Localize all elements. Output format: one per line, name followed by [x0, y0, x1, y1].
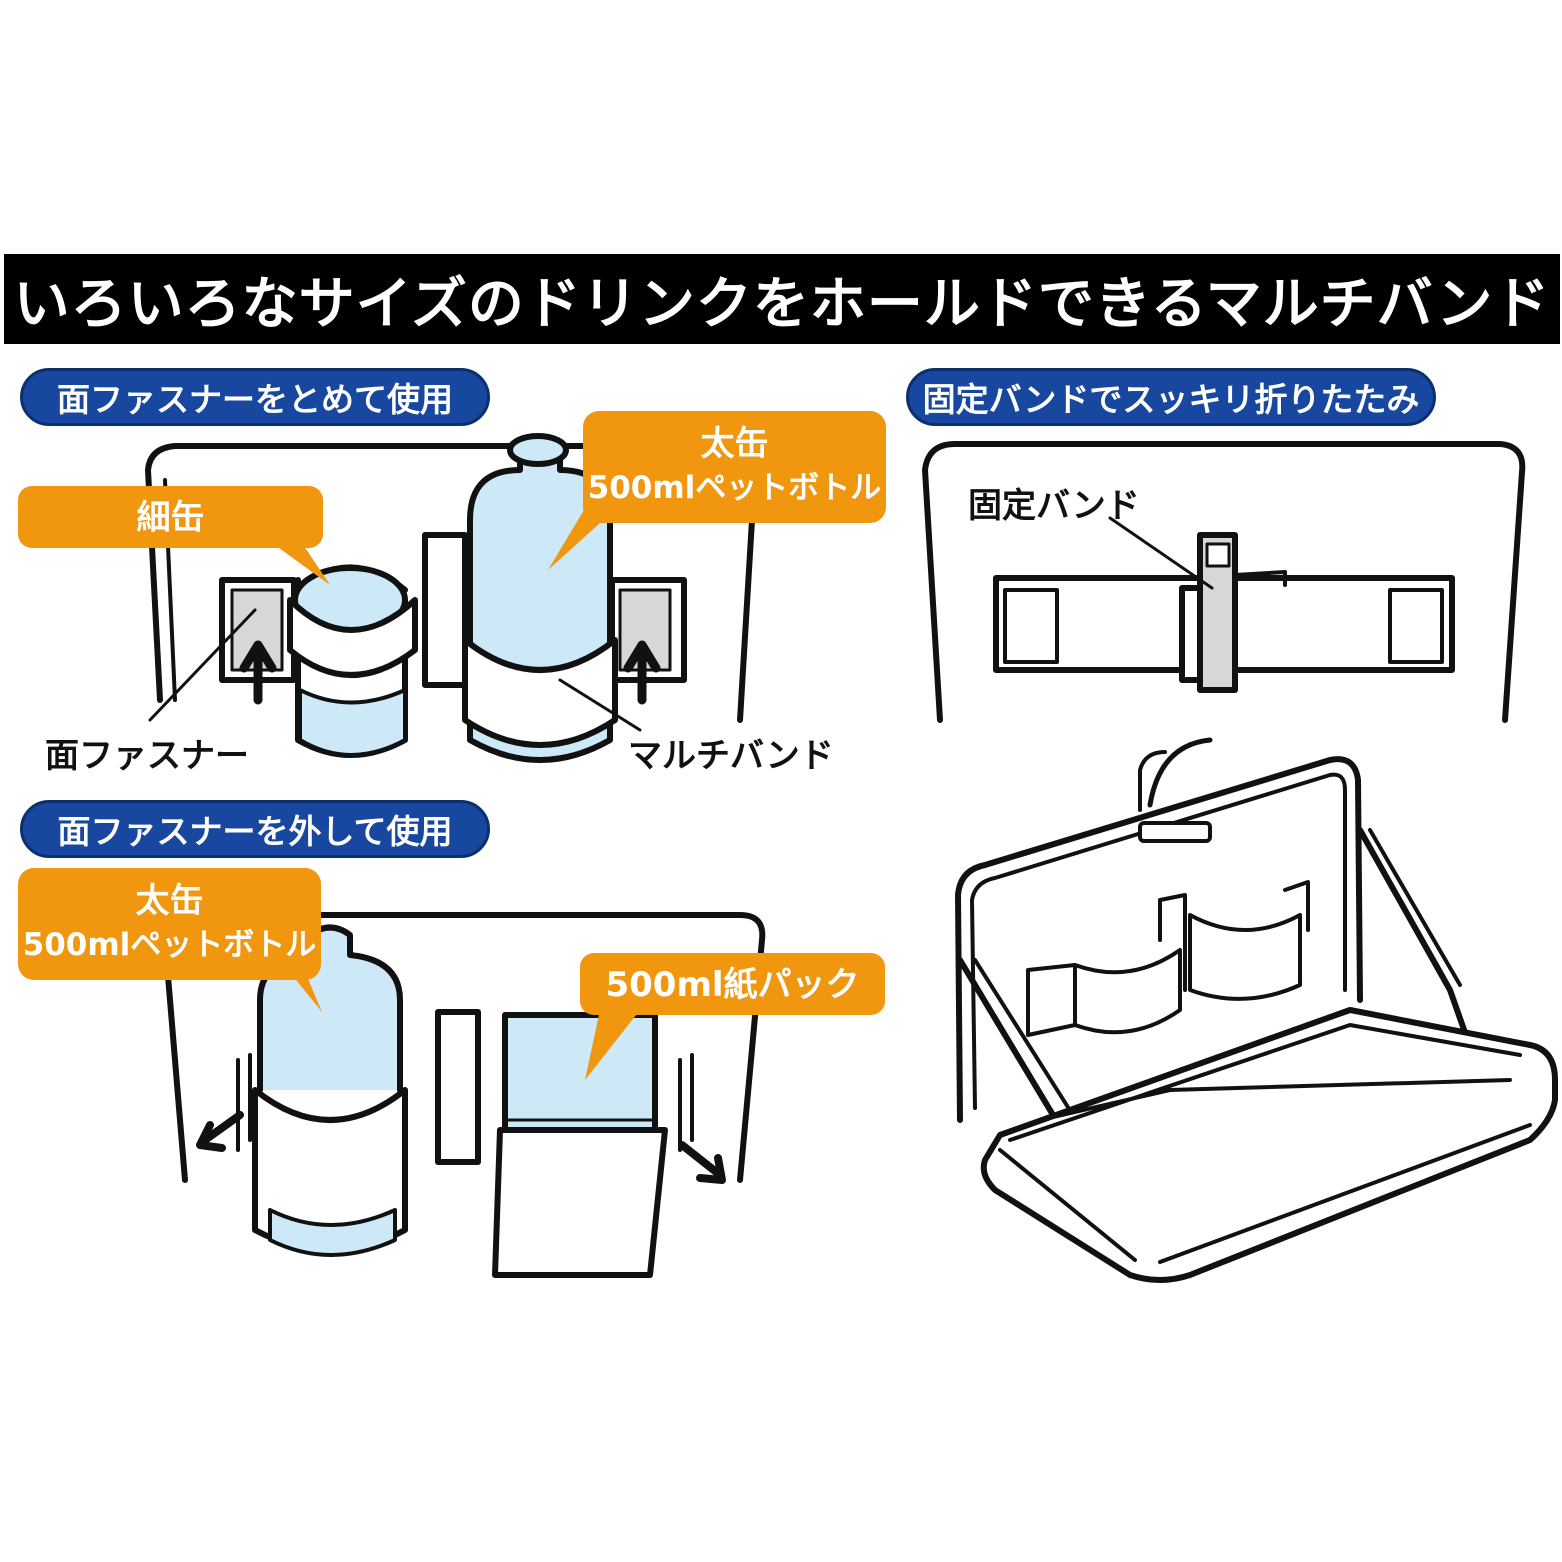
right-top-diagram [922, 441, 1526, 723]
right-bottom-diagram [955, 737, 1558, 1283]
label-velcro: 面ファスナー [45, 736, 249, 776]
callout-thick-can-top-line1: 太缶 [700, 424, 769, 464]
callout-thick-can-bottom-line2: 500mlペットボトル [22, 927, 317, 963]
section-pill-fold: 固定バンドでスッキリ折りたたみ [906, 368, 1436, 426]
banner-title: いろいろなサイズのドリンクをホールドできるマルチバンド [13, 271, 1551, 337]
callout-thick-can-bottom-shape [18, 868, 322, 1012]
section-pill-velcro-closed-label: 面ファスナーをとめて使用 [57, 380, 453, 419]
section-pill-velcro-open-label: 面ファスナーを外して使用 [57, 812, 453, 851]
callout-slim-can-text: 細缶 [136, 498, 205, 538]
section-pill-velcro-closed: 面ファスナーをとめて使用 [20, 368, 490, 426]
label-fixing-band: 固定バンド [968, 486, 1140, 526]
callout-paper-pack: 500ml紙パック [580, 963, 885, 1007]
section-pill-velcro-open: 面ファスナーを外して使用 [20, 800, 490, 858]
callout-paper-pack-text: 500ml紙パック [605, 965, 860, 1005]
callout-thick-can-top: 太缶 500mlペットボトル [583, 422, 886, 510]
callout-thick-can-bottom: 太缶 500mlペットボトル [18, 879, 321, 967]
label-multi-band: マルチバンド [628, 736, 834, 776]
callout-slim-can: 細缶 [18, 496, 323, 540]
callout-thick-can-bottom-line1: 太缶 [135, 881, 204, 921]
callout-thick-can-top-line2: 500mlペットボトル [587, 470, 882, 506]
callout-slim-can-shape [18, 486, 330, 585]
bottom-left-diagram [162, 912, 766, 1278]
title-banner: いろいろなサイズのドリンクをホールドできるマルチバンド [4, 254, 1560, 344]
callout-thick-can-top-shape [548, 411, 886, 570]
section-pill-fold-label: 固定バンドでスッキリ折りたたみ [922, 380, 1420, 419]
callout-paper-pack-shape [580, 953, 885, 1080]
